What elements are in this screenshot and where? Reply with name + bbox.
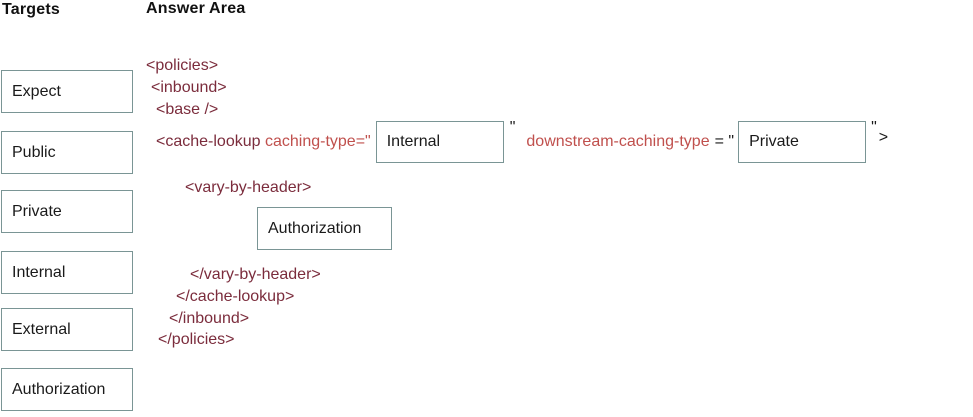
code-inbound-open: <inbound> — [151, 79, 227, 96]
target-option-internal[interactable]: Internal — [1, 251, 133, 294]
code-close-bracket: > — [878, 129, 889, 146]
dropzone-value: Authorization — [268, 219, 362, 237]
target-option-label: Internal — [12, 263, 66, 281]
target-option-label: Private — [12, 202, 62, 220]
code-cache-lookup-open: <cache-lookup — [156, 133, 265, 150]
dropzone-vary-by-header[interactable]: Authorization — [257, 207, 392, 250]
target-option-label: Authorization — [12, 380, 106, 398]
code-base-tag: <base /> — [156, 101, 219, 118]
target-option-public[interactable]: Public — [1, 131, 133, 174]
code-downstream-attr: downstream-caching-type — [526, 133, 710, 150]
target-option-private[interactable]: Private — [1, 190, 133, 233]
target-option-authorization[interactable]: Authorization — [1, 368, 133, 411]
code-cache-lookup-line: <cache-lookup caching-type=" Internal " … — [156, 119, 888, 165]
dropzone-value: Private — [749, 133, 799, 150]
target-option-label: External — [12, 320, 71, 338]
code-quote: " — [509, 119, 516, 136]
targets-header: Targets — [2, 1, 61, 18]
dropzone-value: Internal — [386, 133, 441, 150]
answer-area-header: Answer Area — [146, 0, 246, 17]
dropzone-downstream-caching-type[interactable]: Private — [738, 121, 867, 163]
code-policies-open: <policies> — [146, 57, 219, 74]
code-equals-quote: = " — [714, 133, 735, 150]
code-cache-lookup-close: </cache-lookup> — [176, 288, 295, 305]
dropzone-caching-type[interactable]: Internal — [375, 121, 504, 163]
code-policies-close: </policies> — [158, 331, 235, 348]
code-inbound-close: </inbound> — [169, 310, 250, 327]
target-option-external[interactable]: External — [1, 308, 133, 351]
code-vary-by-header-close: </vary-by-header> — [190, 266, 321, 283]
target-option-label: Expect — [12, 82, 61, 100]
target-option-label: Public — [12, 143, 56, 161]
target-option-expect[interactable]: Expect — [1, 70, 133, 113]
code-caching-type-attr: caching-type=" — [264, 133, 371, 150]
code-vary-by-header-open: <vary-by-header> — [185, 179, 312, 196]
code-quote: " — [871, 119, 877, 136]
